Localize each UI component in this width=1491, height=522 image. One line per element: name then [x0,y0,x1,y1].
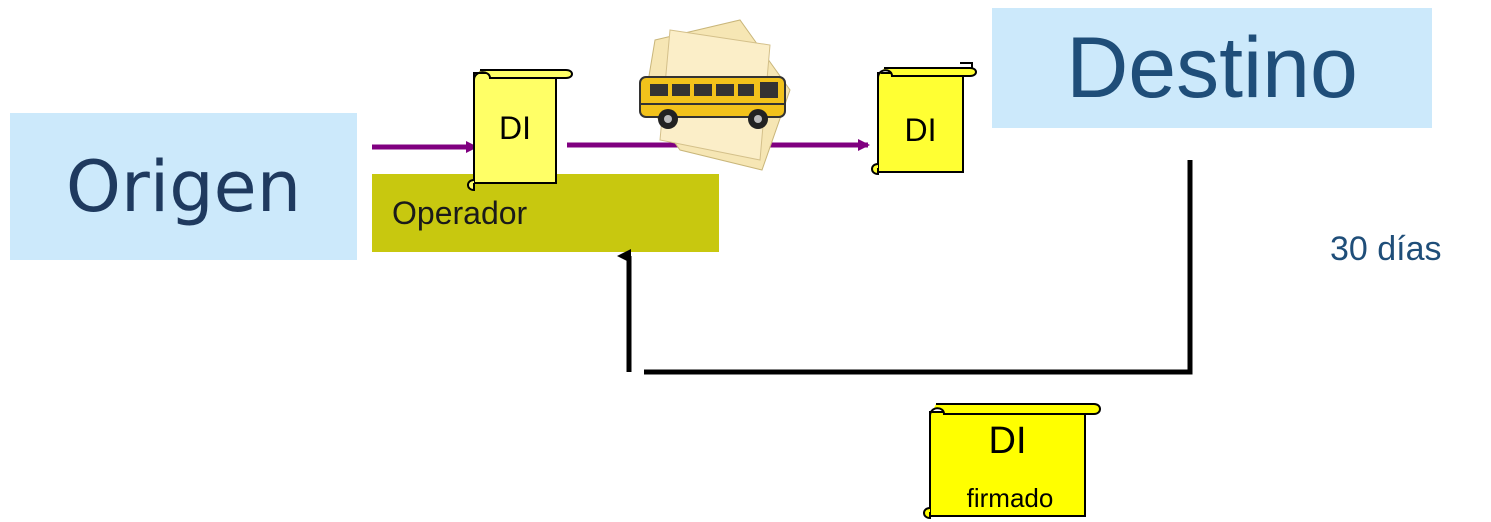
document-1-label: DI [499,110,531,146]
school-bus-icon [639,19,791,171]
document-1-icon [467,69,573,192]
operator-label: Operador [392,194,528,231]
destination-label: Destino [1066,19,1358,116]
document-2-icon [871,67,977,176]
document-2-label: DI [904,112,937,148]
signed-document-label: DI [988,420,1027,462]
return-path [644,160,1193,375]
operator-box: Operador [372,174,719,252]
origin-label: Origen [65,145,302,228]
origin-box: Origen [10,113,357,260]
destination-box: Destino [992,8,1432,128]
signed-document-icon [923,403,1101,520]
signed-document-sublabel: firmado [966,483,1054,513]
deadline-label: 30 días [1330,230,1442,268]
